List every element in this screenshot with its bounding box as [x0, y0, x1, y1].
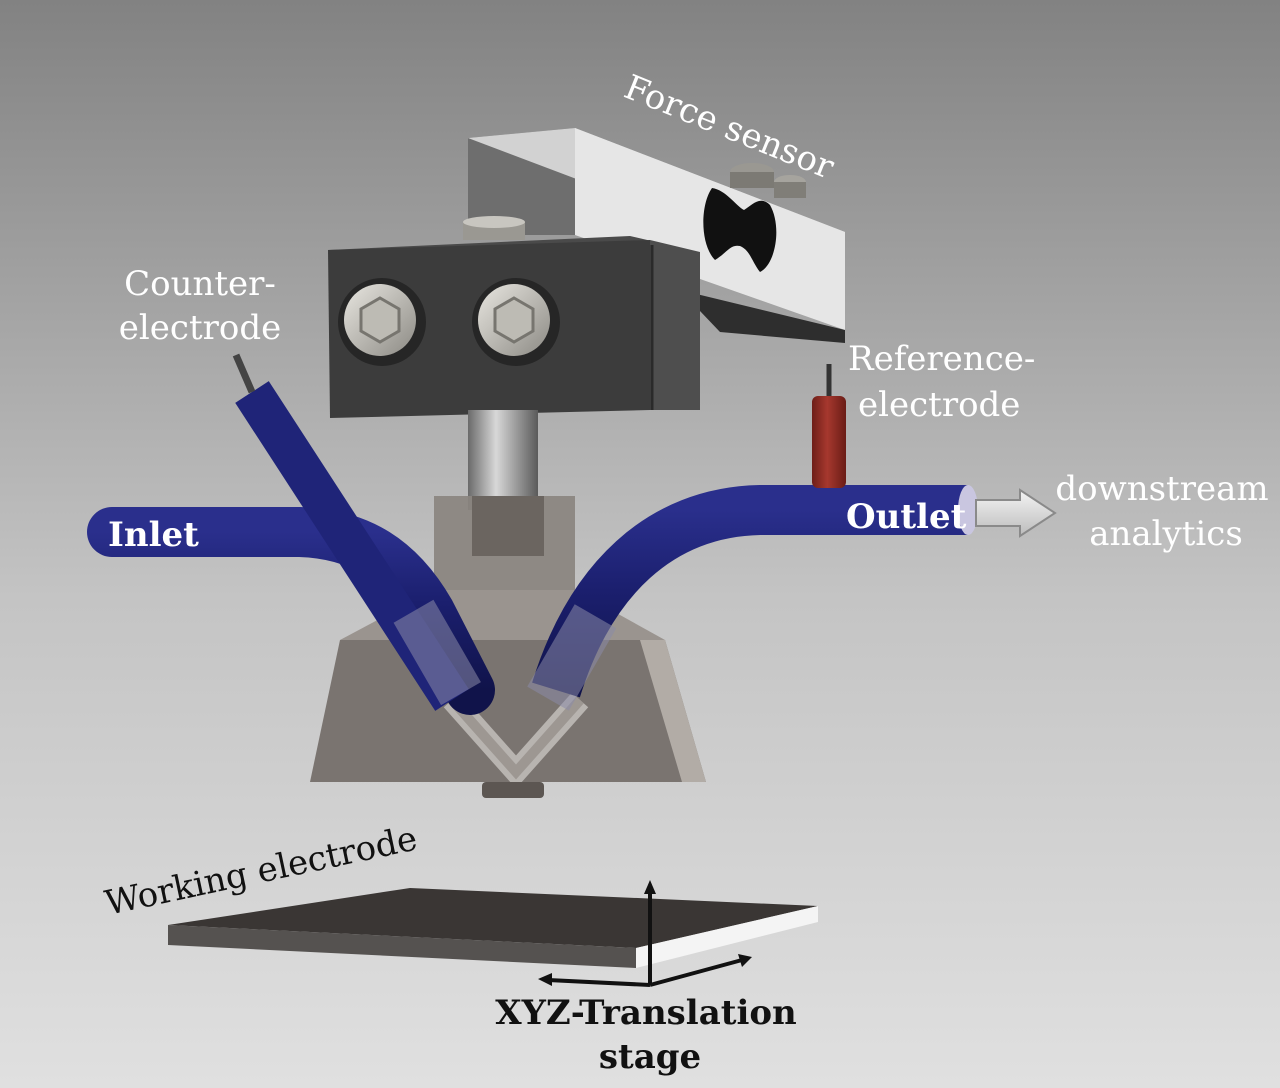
- xyz-axes: [538, 880, 752, 987]
- label-reference-electrode-line1: Reference-: [848, 339, 1035, 379]
- working-electrode: [168, 888, 818, 968]
- label-downstream-line1: downstream: [1055, 469, 1268, 509]
- tubing: [87, 353, 978, 715]
- bolt-right: [472, 278, 560, 366]
- label-counter-electrode-line1: Counter-: [124, 264, 276, 304]
- label-outlet: Outlet: [846, 497, 967, 537]
- outflow-arrow: [975, 488, 1057, 538]
- label-reference-electrode-line2: electrode: [858, 385, 1020, 425]
- mounting-block: [328, 216, 700, 418]
- force-sensor: [468, 128, 845, 343]
- label-counter-electrode-line2: electrode: [119, 308, 281, 348]
- label-downstream-line2: analytics: [1089, 514, 1243, 554]
- label-xyz-stage-line1: XYZ-Translation: [495, 993, 797, 1033]
- bolt-left: [338, 278, 426, 366]
- flow-cell-body: [310, 496, 706, 798]
- reference-electrode: [812, 364, 846, 488]
- x-axis-arrowhead: [538, 973, 552, 986]
- label-xyz-stage-line2: stage: [599, 1037, 701, 1077]
- label-inlet: Inlet: [108, 515, 199, 555]
- counter-electrode-wire: [232, 353, 256, 394]
- z-axis-arrowhead: [644, 880, 656, 894]
- stem: [468, 410, 538, 510]
- y-axis-arrowhead: [738, 954, 752, 967]
